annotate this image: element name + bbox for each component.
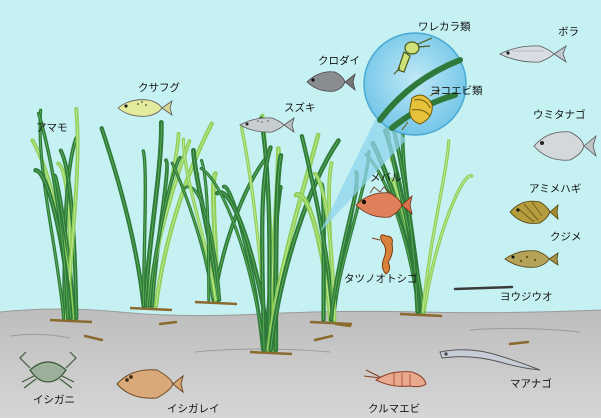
- label-suzuki: スズキ: [284, 103, 316, 114]
- label-yokoebi: ヨコエビ類: [430, 86, 483, 97]
- label-amamo: アマモ: [36, 123, 68, 134]
- label-warekara: ワレカラ類: [418, 22, 471, 33]
- label-ishigarei: イシガレイ: [167, 404, 220, 415]
- label-kurumaebi: クルマエビ: [368, 404, 420, 415]
- label-tatsunootoshigo: タツノオトシゴ: [344, 274, 418, 285]
- label-umitanago: ウミタナゴ: [533, 110, 586, 121]
- label-amimehagi: アミメハギ: [529, 184, 581, 195]
- label-kujime: クジメ: [550, 232, 582, 243]
- label-youjiuo: ヨウジウオ: [500, 292, 553, 303]
- label-kurodai: クロダイ: [318, 56, 360, 67]
- water-background: [0, 0, 601, 318]
- label-ishigani: イシガニ: [33, 395, 75, 406]
- label-mebaru: メバル: [370, 173, 402, 184]
- label-bora: ボラ: [558, 27, 579, 38]
- label-kusafugu: クサフグ: [138, 83, 180, 94]
- label-maanago: マアナゴ: [510, 379, 552, 390]
